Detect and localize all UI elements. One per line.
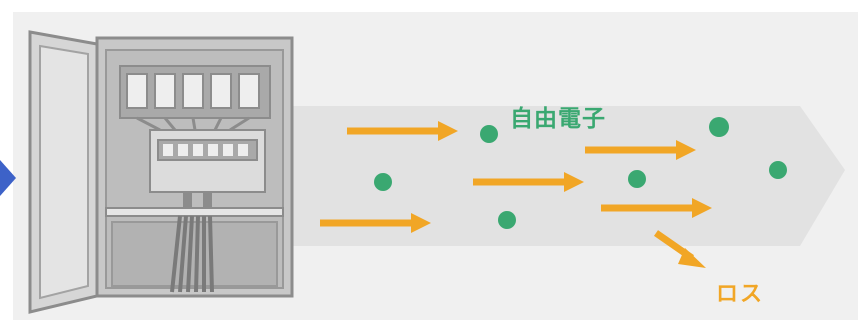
chevron-right-icon[interactable] (0, 160, 16, 196)
current-arrow (601, 198, 712, 218)
electron-dot (769, 161, 787, 179)
current-arrow (473, 172, 584, 192)
loss-label: ロス (716, 282, 765, 307)
current-arrow (347, 121, 458, 141)
electron-dot (374, 173, 392, 191)
electron-dot (498, 211, 516, 229)
loss-arrow (654, 230, 706, 268)
electron-dot (480, 125, 498, 143)
distribution-board-icon (28, 30, 294, 314)
electron-dot (709, 117, 729, 137)
electron-dot (628, 170, 646, 188)
current-arrow (585, 140, 696, 160)
current-arrow (320, 213, 431, 233)
free-electrons-label: 自由電子 (510, 106, 606, 132)
